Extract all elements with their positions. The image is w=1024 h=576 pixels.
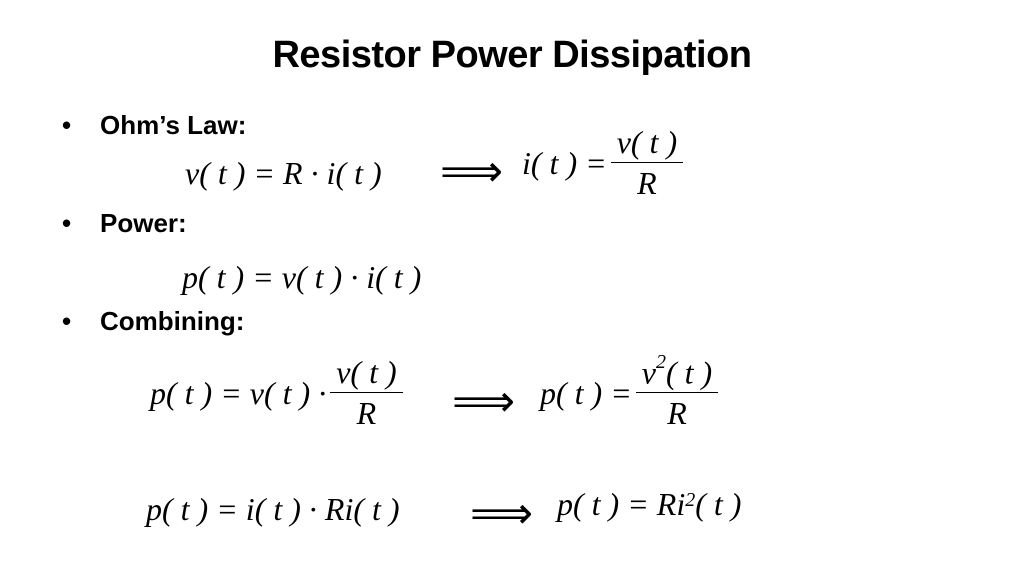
fraction-denominator: R <box>667 395 687 432</box>
fraction-numerator: v( t ) <box>330 355 403 393</box>
equation-combine-current: p( t ) = i( t ) · Ri( t ) <box>146 491 400 528</box>
exponent: 2 <box>685 489 696 511</box>
equation-ohms-law: v( t ) = R · i( t ) <box>185 155 382 192</box>
slide-title: Resistor Power Dissipation <box>272 34 752 76</box>
equation-text: p( t ) = i( t ) · Ri( t ) <box>146 491 400 527</box>
numerator-rest: ( t ) <box>666 354 713 391</box>
equation-lhs: i( t ) = <box>522 144 607 181</box>
implies-arrow-icon: ⟹ <box>440 146 504 197</box>
bullet-ohms-law: • Ohm’s Law: <box>62 110 246 141</box>
equation-lhs: p( t ) = v( t ) · <box>150 374 327 411</box>
equation-power-voltage-result: p( t ) = v2( t ) R <box>540 352 722 432</box>
fraction: v( t ) R <box>610 125 684 201</box>
equation-rest: ( t ) <box>695 486 742 522</box>
bullet-label: Ohm’s Law: <box>100 110 247 140</box>
implies-arrow-icon: ⟹ <box>452 376 516 427</box>
exponent: 2 <box>656 351 666 373</box>
fraction: v2( t ) R <box>635 352 719 432</box>
fraction-numerator: v2( t ) <box>635 352 719 394</box>
equation-current: i( t ) = v( t ) R <box>522 125 687 201</box>
bullet-label: Combining: <box>100 306 245 336</box>
fraction: v( t ) R <box>330 355 403 431</box>
bullet-dot-icon: • <box>62 110 72 140</box>
equation-power: p( t ) = v( t ) · i( t ) <box>182 259 421 296</box>
equation-text: p( t ) = v( t ) · i( t ) <box>182 259 422 295</box>
implies-arrow-icon: ⟹ <box>470 488 534 539</box>
numerator-base: v <box>641 354 656 391</box>
fraction-denominator: R <box>356 394 377 431</box>
equation-lhs: p( t ) = <box>540 374 632 411</box>
fraction-numerator: v( t ) <box>610 125 684 163</box>
equation-combine-voltage: p( t ) = v( t ) · v( t ) R <box>150 355 407 431</box>
bullet-dot-icon: • <box>62 306 72 336</box>
fraction-denominator: R <box>637 164 657 201</box>
bullet-power: • Power: <box>62 208 187 239</box>
bullet-label: Power: <box>100 208 187 238</box>
equation-text: v( t ) = R · i( t ) <box>185 155 382 191</box>
equation-base: p( t ) = Ri <box>557 486 686 522</box>
bullet-dot-icon: • <box>62 208 72 238</box>
bullet-combining: • Combining: <box>62 306 244 337</box>
